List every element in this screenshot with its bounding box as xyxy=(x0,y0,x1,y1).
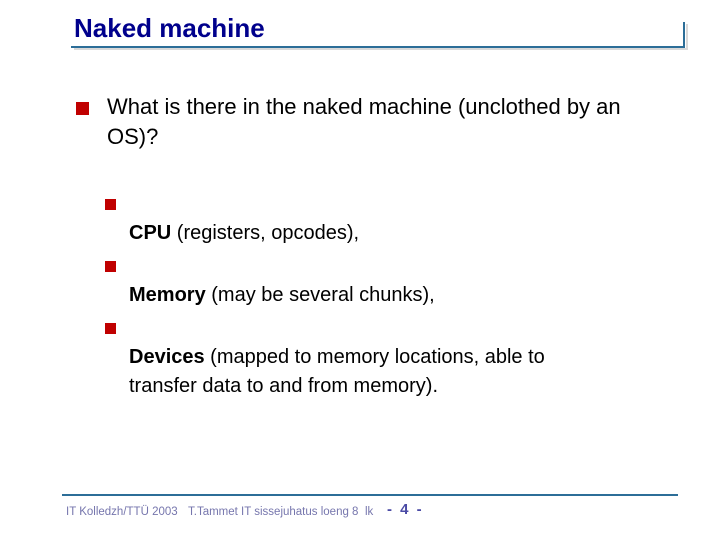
sub-bullet-lead: CPU xyxy=(129,222,172,244)
title-underline-corner xyxy=(683,22,685,48)
footer-organization: IT Kolledzh/TTÜ 2003 xyxy=(66,506,178,518)
footer-lecture-title: T.Tammet IT sissejuhatus loeng 8 xyxy=(188,506,359,518)
red-square-bullet-icon xyxy=(76,102,89,115)
page-number: - 4 - xyxy=(387,501,424,518)
sub-bullet-rest: (registers, opcodes), xyxy=(171,222,360,244)
title-underline xyxy=(71,46,683,48)
footer-rule xyxy=(62,494,678,496)
sub-bullet-lead: Memory xyxy=(129,284,206,306)
red-square-bullet-icon xyxy=(105,199,116,210)
footer-page-label: lk xyxy=(365,506,374,518)
sub-bullet-lead: Devices xyxy=(129,346,205,368)
sub-bullet-rest: (mapped to memory locations, able to tra… xyxy=(129,346,545,397)
sub-bullet-item-memory: Memory (may be several chunks), xyxy=(105,252,689,310)
sub-bullet-item-cpu: CPU (registers, opcodes), xyxy=(105,190,689,248)
slide-title: Naked machine xyxy=(74,13,265,43)
sub-bullet-list: CPU (registers, opcodes), Memory (may be… xyxy=(105,190,689,405)
main-bullet-text: What is there in the naked machine (uncl… xyxy=(107,94,621,149)
sub-bullet-rest: (may be several chunks), xyxy=(205,284,435,306)
sub-bullet-item-devices: Devices (mapped to memory locations, abl… xyxy=(105,314,689,401)
red-square-bullet-icon xyxy=(105,261,116,272)
red-square-bullet-icon xyxy=(105,323,116,334)
